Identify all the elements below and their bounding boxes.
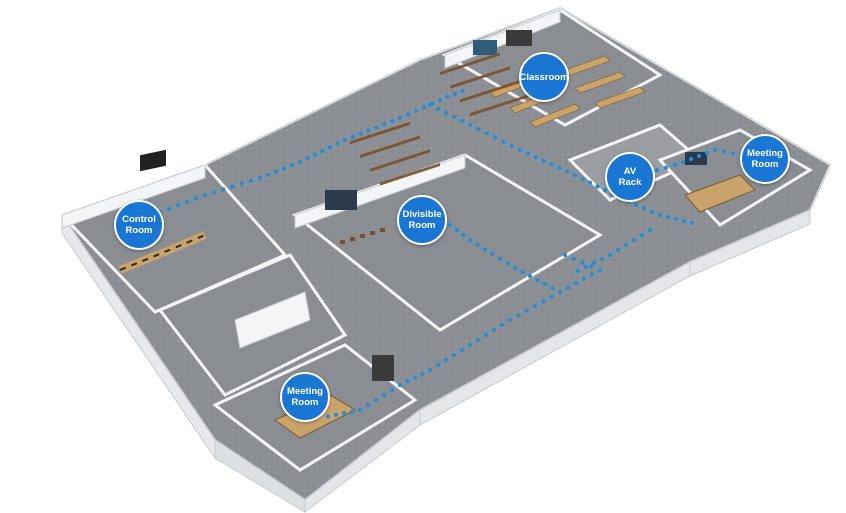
av-rack-label-line2: Rack xyxy=(618,177,642,188)
meeting-room-bottom-label-line1: Meeting xyxy=(287,386,323,397)
divisible-room-label-line1: Divisible xyxy=(402,209,442,220)
divisible-room-label-line2: Room xyxy=(408,220,436,231)
divisible-room-area xyxy=(291,52,603,332)
meeting-room-right-label-line1: Meeting xyxy=(747,148,783,159)
control-room-area xyxy=(59,149,288,314)
av-rack-label-line1: AV xyxy=(623,166,637,177)
classroom-label[interactable]: Classroom xyxy=(519,52,569,102)
meeting-room-bottom-label-line2: Room xyxy=(291,397,319,408)
meeting-room-right-label-line2: Room xyxy=(751,159,779,170)
control-room-label-line1: Control xyxy=(122,214,156,225)
control-room-label-line2: Room xyxy=(125,225,153,236)
classroom-label-line1: Classroom xyxy=(519,71,569,83)
open-office-area xyxy=(157,253,348,397)
network-connection-paths xyxy=(157,88,754,419)
